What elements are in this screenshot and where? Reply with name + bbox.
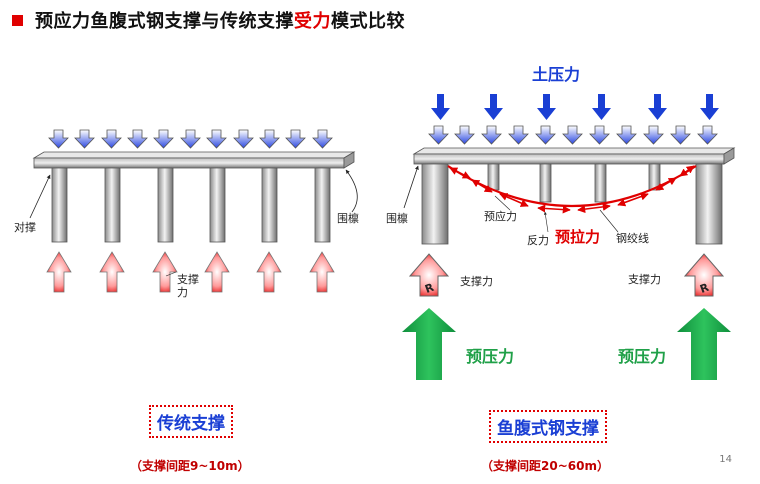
label-support-force-right-2: 支撑力 <box>628 272 661 286</box>
big-soil-arrows <box>431 94 719 120</box>
big-pressure-arrow-icon <box>431 94 450 120</box>
small-pressure-arrow-icon <box>153 129 174 149</box>
label-precompression-right: 预压力 <box>618 347 666 366</box>
small-pressure-arrow-icon <box>616 125 637 145</box>
left-wale-beam <box>32 151 356 169</box>
big-pressure-arrow-icon <box>484 94 503 120</box>
big-pressure-arrow-icon <box>592 94 611 120</box>
hanger-post <box>487 163 500 191</box>
small-pressure-arrow-icon <box>697 125 718 145</box>
small-pressure-arrow-icon <box>48 129 69 149</box>
small-pressure-arrow-icon <box>643 125 664 145</box>
support-force-arrow-icon <box>152 251 178 293</box>
right-struts <box>421 163 723 245</box>
small-pressure-arrow-icon <box>74 129 95 149</box>
small-pressure-arrow-icon <box>312 129 333 149</box>
small-pressure-arrow-icon <box>670 125 691 145</box>
prestress-leader-line <box>494 195 511 211</box>
small-pressure-arrow-icon <box>206 129 227 149</box>
support-force-arrow-icon <box>46 251 72 293</box>
small-pressure-arrow-icon <box>562 125 583 145</box>
title-row: 预应力鱼腹式钢支撑与传统支撑受力模式比较 <box>12 8 405 32</box>
small-pressure-arrow-icon <box>233 129 254 149</box>
label-strut: 对撑 <box>14 220 36 234</box>
small-pressure-arrow-icon <box>508 125 529 145</box>
wale-leader-line <box>345 169 358 213</box>
support-force-arrow-icon <box>309 251 335 293</box>
page-title: 预应力鱼腹式钢支撑与传统支撑受力模式比较 <box>35 11 405 32</box>
support-force-r-right: R <box>683 253 725 297</box>
big-pressure-arrow-icon <box>537 94 556 120</box>
hanger-post <box>539 163 552 203</box>
title-bullet <box>12 14 23 26</box>
left-soil-arrows <box>48 129 333 149</box>
support-force-r-left: R <box>408 253 450 297</box>
tension-arrows <box>449 165 695 214</box>
small-pressure-arrow-icon <box>454 125 475 145</box>
strand-leader-line <box>599 209 619 233</box>
force-leader-line <box>165 271 177 277</box>
small-pressure-arrow-icon <box>481 125 502 145</box>
label-pretension: 预拉力 <box>555 228 600 246</box>
right-wale-beam <box>412 147 736 165</box>
small-pressure-arrow-icon <box>428 125 449 145</box>
label-wale-left: 围檩 <box>337 211 359 225</box>
label-support-force-left-line1: 支撑 <box>177 272 199 286</box>
small-pressure-arrow-icon <box>285 129 306 149</box>
strut-column <box>51 167 68 243</box>
support-force-arrow-icon <box>204 251 230 293</box>
label-support-force-left: 支撑 力 <box>177 272 203 299</box>
left-support-force-arrows <box>46 251 335 293</box>
fishbelly-strut-title-box: 鱼腹式钢支撑 <box>489 410 607 443</box>
small-pressure-arrow-icon <box>589 125 610 145</box>
reaction-leader-line <box>543 211 549 233</box>
hanger-post <box>594 163 607 203</box>
strut-column <box>314 167 331 243</box>
left-struts <box>51 167 331 243</box>
strut-leader-line <box>29 174 51 219</box>
label-wale-right: 围檩 <box>386 211 408 225</box>
hanger-post <box>648 163 661 191</box>
small-pressure-arrow-icon <box>101 129 122 149</box>
traditional-strut-spacing: （支撑间距9~10m） <box>130 459 250 473</box>
strut-column <box>209 167 226 243</box>
fishbelly-strut-spacing: （支撑间距20~60m） <box>481 459 609 473</box>
traditional-strut-title-box: 传统支撑 <box>149 405 233 438</box>
label-soil-pressure: 土压力 <box>532 65 580 84</box>
support-force-arrow-icon <box>256 251 282 293</box>
right-soil-arrows <box>428 125 718 145</box>
small-pressure-arrow-icon <box>259 129 280 149</box>
main-strut-column <box>421 163 449 245</box>
strut-column <box>157 167 174 243</box>
green-prestress-arrow-right <box>677 308 731 380</box>
strut-column <box>104 167 121 243</box>
small-pressure-arrow-icon <box>535 125 556 145</box>
strut-column <box>261 167 278 243</box>
label-steel-strand: 钢绞线 <box>616 231 649 245</box>
label-support-force-left-line2: 力 <box>177 286 188 299</box>
big-pressure-arrow-icon <box>648 94 667 120</box>
support-force-arrow-icon <box>99 251 125 293</box>
label-reaction: 反力 <box>527 234 549 247</box>
traditional-strut-title: 传统支撑 <box>157 414 225 434</box>
wale-leader-line-right <box>403 165 419 209</box>
label-precompression-left: 预压力 <box>466 347 514 366</box>
green-prestress-arrow-left <box>402 308 456 380</box>
page-number: 14 <box>719 454 732 465</box>
main-strut-column <box>695 163 723 245</box>
big-pressure-arrow-icon <box>700 94 719 120</box>
small-pressure-arrow-icon <box>180 129 201 149</box>
fishbelly-strut-title: 鱼腹式钢支撑 <box>497 419 599 439</box>
label-support-force-right-1: 支撑力 <box>460 274 493 288</box>
label-prestress: 预应力 <box>484 209 517 223</box>
small-pressure-arrow-icon <box>127 129 148 149</box>
